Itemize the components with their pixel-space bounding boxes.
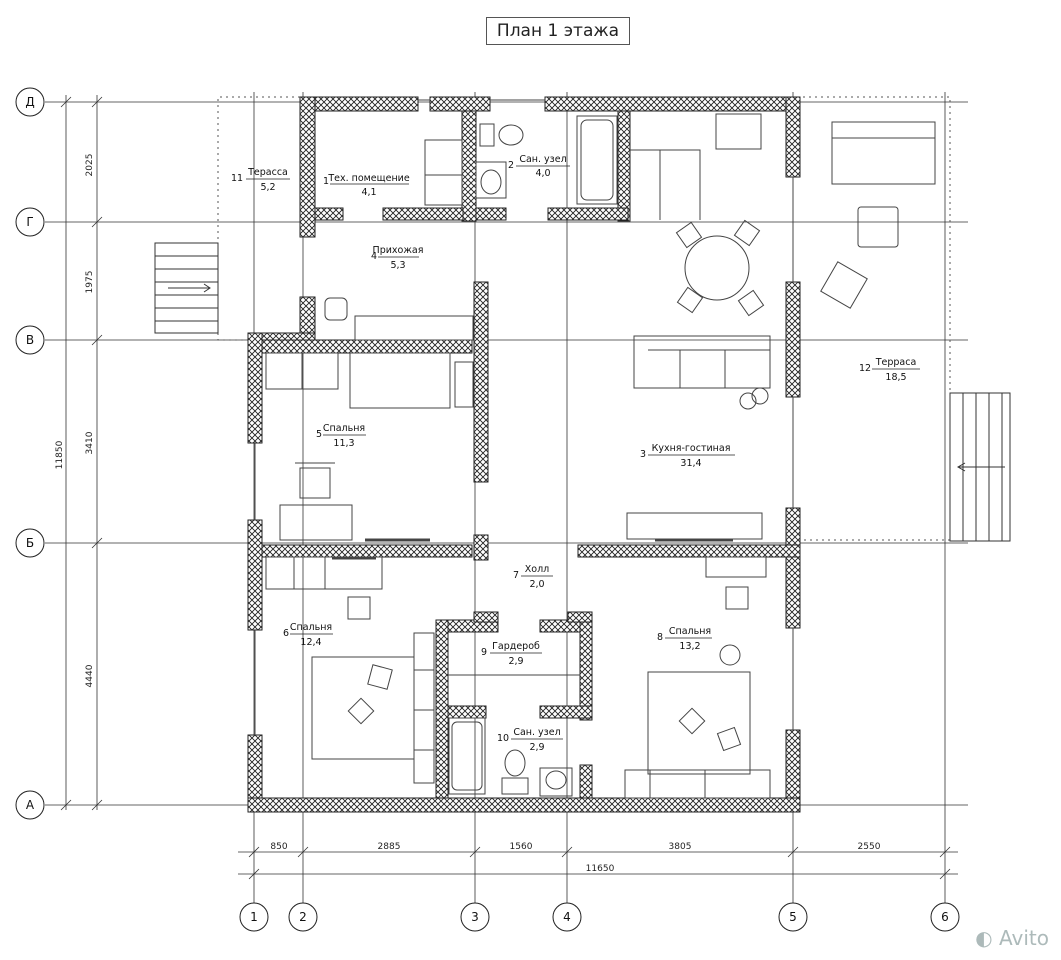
- room-3-name: Кухня-гостиная: [652, 443, 731, 454]
- bottom-dim-labels: 850 2885 1560 3805 2550 11650: [270, 842, 880, 874]
- stairs-left: [154, 242, 219, 334]
- room-8-area: 13,2: [679, 641, 700, 652]
- dim-bottom-3: 1560: [510, 842, 533, 852]
- furniture: [265, 113, 936, 799]
- dim-left-2: 1975: [85, 271, 95, 294]
- axis-row-b: Б: [26, 536, 34, 550]
- dim-bottom-total: 11650: [586, 864, 615, 874]
- room-10: 10 Сан. узел 2,9: [497, 727, 563, 753]
- plan-title: План 1 этажа: [486, 17, 630, 45]
- walls: [247, 96, 801, 813]
- bottom-dimensions: [238, 846, 958, 880]
- windows: [254, 99, 794, 735]
- room-12-num: 12: [859, 363, 871, 374]
- room-10-name: Сан. узел: [513, 727, 560, 738]
- room-8: 8 Спальня 13,2: [657, 626, 712, 652]
- room-1-name: Тех. помещение: [327, 173, 410, 184]
- room-7: 7 Холл 2,0: [513, 564, 553, 590]
- room-2-num: 2: [508, 160, 514, 171]
- axis-col-4: 4: [563, 910, 571, 924]
- room-7-num: 7: [513, 570, 519, 581]
- axis-col-5: 5: [789, 910, 797, 924]
- room-1: 1 Тех. помещение 4,1: [323, 173, 410, 198]
- row-axis-labels: Д Г В Б А: [25, 95, 35, 812]
- room-9-num: 9: [481, 647, 487, 658]
- axis-col-2: 2: [299, 910, 307, 924]
- room-3-num: 3: [640, 449, 646, 460]
- axis-row-g: Г: [26, 215, 33, 229]
- room-11: 11 Терасса 5,2: [231, 167, 290, 193]
- dim-bottom-1: 850: [270, 842, 287, 852]
- room-8-num: 8: [657, 632, 663, 643]
- watermark-text: Avito: [999, 926, 1049, 950]
- room-1-area: 4,1: [361, 187, 376, 198]
- room-5-area: 11,3: [333, 438, 354, 449]
- axis-col-3: 3: [471, 910, 479, 924]
- room-4-area: 5,3: [390, 260, 405, 271]
- room-5-num: 5: [316, 429, 322, 440]
- watermark-logo: ◐ Avito: [975, 926, 1049, 950]
- room-9-name: Гардероб: [492, 641, 540, 652]
- room-3: 3 Кухня-гостиная 31,4: [640, 443, 735, 469]
- row-axis-bubbles: [15, 87, 45, 820]
- axis-row-d: Д: [25, 95, 34, 109]
- dim-left-3: 3410: [85, 431, 95, 454]
- room-2-area: 4,0: [535, 168, 550, 179]
- axis-col-1: 1: [250, 910, 258, 924]
- dim-left-4: 4440: [85, 664, 95, 687]
- room-10-area: 2,9: [529, 742, 544, 753]
- dim-left-total: 11850: [55, 440, 65, 469]
- room-8-name: Спальня: [669, 626, 711, 637]
- room-12-name: Терраса: [875, 357, 917, 368]
- dim-bottom-2: 2885: [378, 842, 401, 852]
- left-dimensions: [60, 95, 103, 811]
- room-2-name: Сан. узел: [519, 154, 566, 165]
- col-axis-bubbles: [239, 902, 960, 932]
- left-dim-labels: 2025 1975 3410 4440 11850: [55, 154, 95, 688]
- dim-left-1: 2025: [85, 154, 95, 177]
- stairs-right: [949, 392, 1011, 542]
- room-11-num: 11: [231, 173, 243, 184]
- axis-row-v: В: [26, 333, 34, 347]
- room-1-num: 1: [323, 176, 329, 187]
- room-7-area: 2,0: [529, 579, 544, 590]
- room-2: 2 Сан. узел 4,0: [508, 154, 570, 179]
- room-11-name: Терасса: [247, 167, 288, 178]
- col-axis-labels: 1 2 3 4 5 6: [250, 910, 949, 924]
- room-12: 12 Терраса 18,5: [859, 357, 920, 383]
- dim-bottom-5: 2550: [858, 842, 881, 852]
- axis-col-6: 6: [941, 910, 949, 924]
- room-12-area: 18,5: [885, 372, 906, 383]
- room-6-name: Спальня: [290, 622, 332, 633]
- room-labels: 1 Тех. помещение 4,1 2 Сан. узел 4,0 3 К…: [231, 154, 920, 753]
- room-4-name: Прихожая: [373, 245, 424, 256]
- axis-row-a: А: [26, 798, 35, 812]
- room-4-num: 4: [371, 251, 377, 262]
- room-6: 6 Спальня 12,4: [283, 622, 333, 648]
- room-11-area: 5,2: [260, 182, 275, 193]
- room-9: 9 Гардероб 2,9: [481, 641, 542, 667]
- room-9-area: 2,9: [508, 656, 523, 667]
- room-10-num: 10: [497, 733, 509, 744]
- room-7-name: Холл: [525, 564, 549, 575]
- room-6-num: 6: [283, 628, 289, 639]
- room-4: 4 Прихожая 5,3: [371, 245, 423, 271]
- terrace-outlines: [217, 96, 951, 541]
- room-3-area: 31,4: [680, 458, 701, 469]
- dim-bottom-4: 3805: [669, 842, 692, 852]
- room-5-name: Спальня: [323, 423, 365, 434]
- room-5: 5 Спальня 11,3: [316, 423, 366, 449]
- room-6-area: 12,4: [300, 637, 321, 648]
